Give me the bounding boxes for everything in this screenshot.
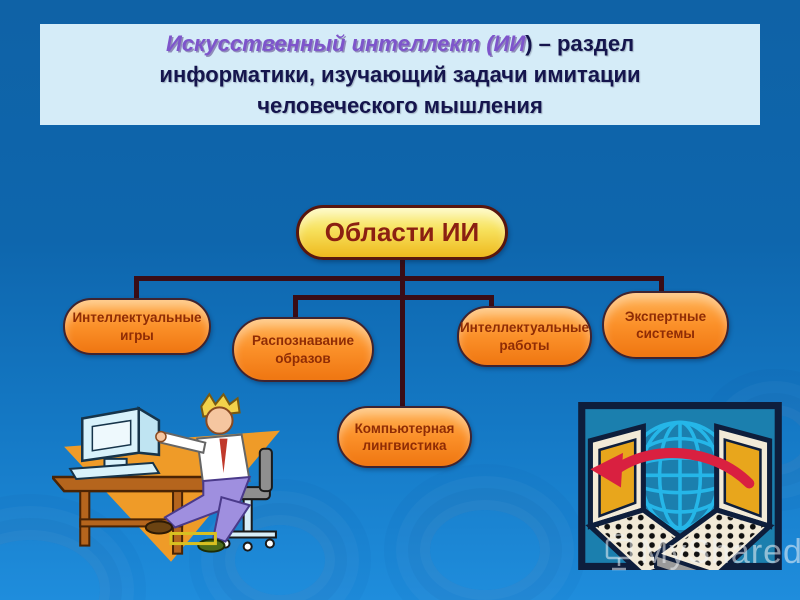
connector-level1-horizontal	[134, 276, 664, 281]
diagram-root-node: Области ИИ	[296, 205, 508, 260]
slide-title: Искусственный интеллект (ИИ) – раздел ин…	[110, 28, 690, 122]
ripple-decoration	[430, 510, 540, 590]
diagram-node-pattern-recognition: Распознавание образов	[232, 317, 374, 382]
myshared-logo-icon	[605, 533, 633, 570]
diagram-node-computational-linguistics: Компьютерная лингвистика	[337, 406, 472, 468]
title-main-text: ) – раздел информатики, изучающий задачи…	[159, 30, 641, 119]
connector-drop-games	[134, 276, 139, 302]
connector-drop-expert	[659, 276, 664, 294]
red-arrow	[611, 447, 755, 489]
connector-level2-horizontal	[293, 295, 494, 300]
person-at-computer-illustration	[49, 392, 284, 569]
connector-drop-recognition	[293, 295, 298, 321]
diagram-node-intellectual-games: Интеллектуальные игры	[63, 298, 211, 355]
diagram-node-intellectual-robots: Интеллектуальные работы	[457, 306, 592, 367]
diagram-node-expert-systems: Экспертные системы	[602, 291, 729, 359]
title-accent-text: Искусственный интеллект (ИИ	[165, 30, 526, 56]
title-box: Искусственный интеллект (ИИ) – раздел ин…	[40, 24, 760, 125]
network-globe-illustration	[577, 402, 783, 575]
connector-root-vertical	[400, 258, 405, 408]
watermark-text: MyShared	[640, 533, 800, 571]
red-arrow-head	[590, 452, 623, 488]
connector-drop-robots	[489, 295, 494, 311]
watermark: MyShared	[604, 533, 800, 572]
